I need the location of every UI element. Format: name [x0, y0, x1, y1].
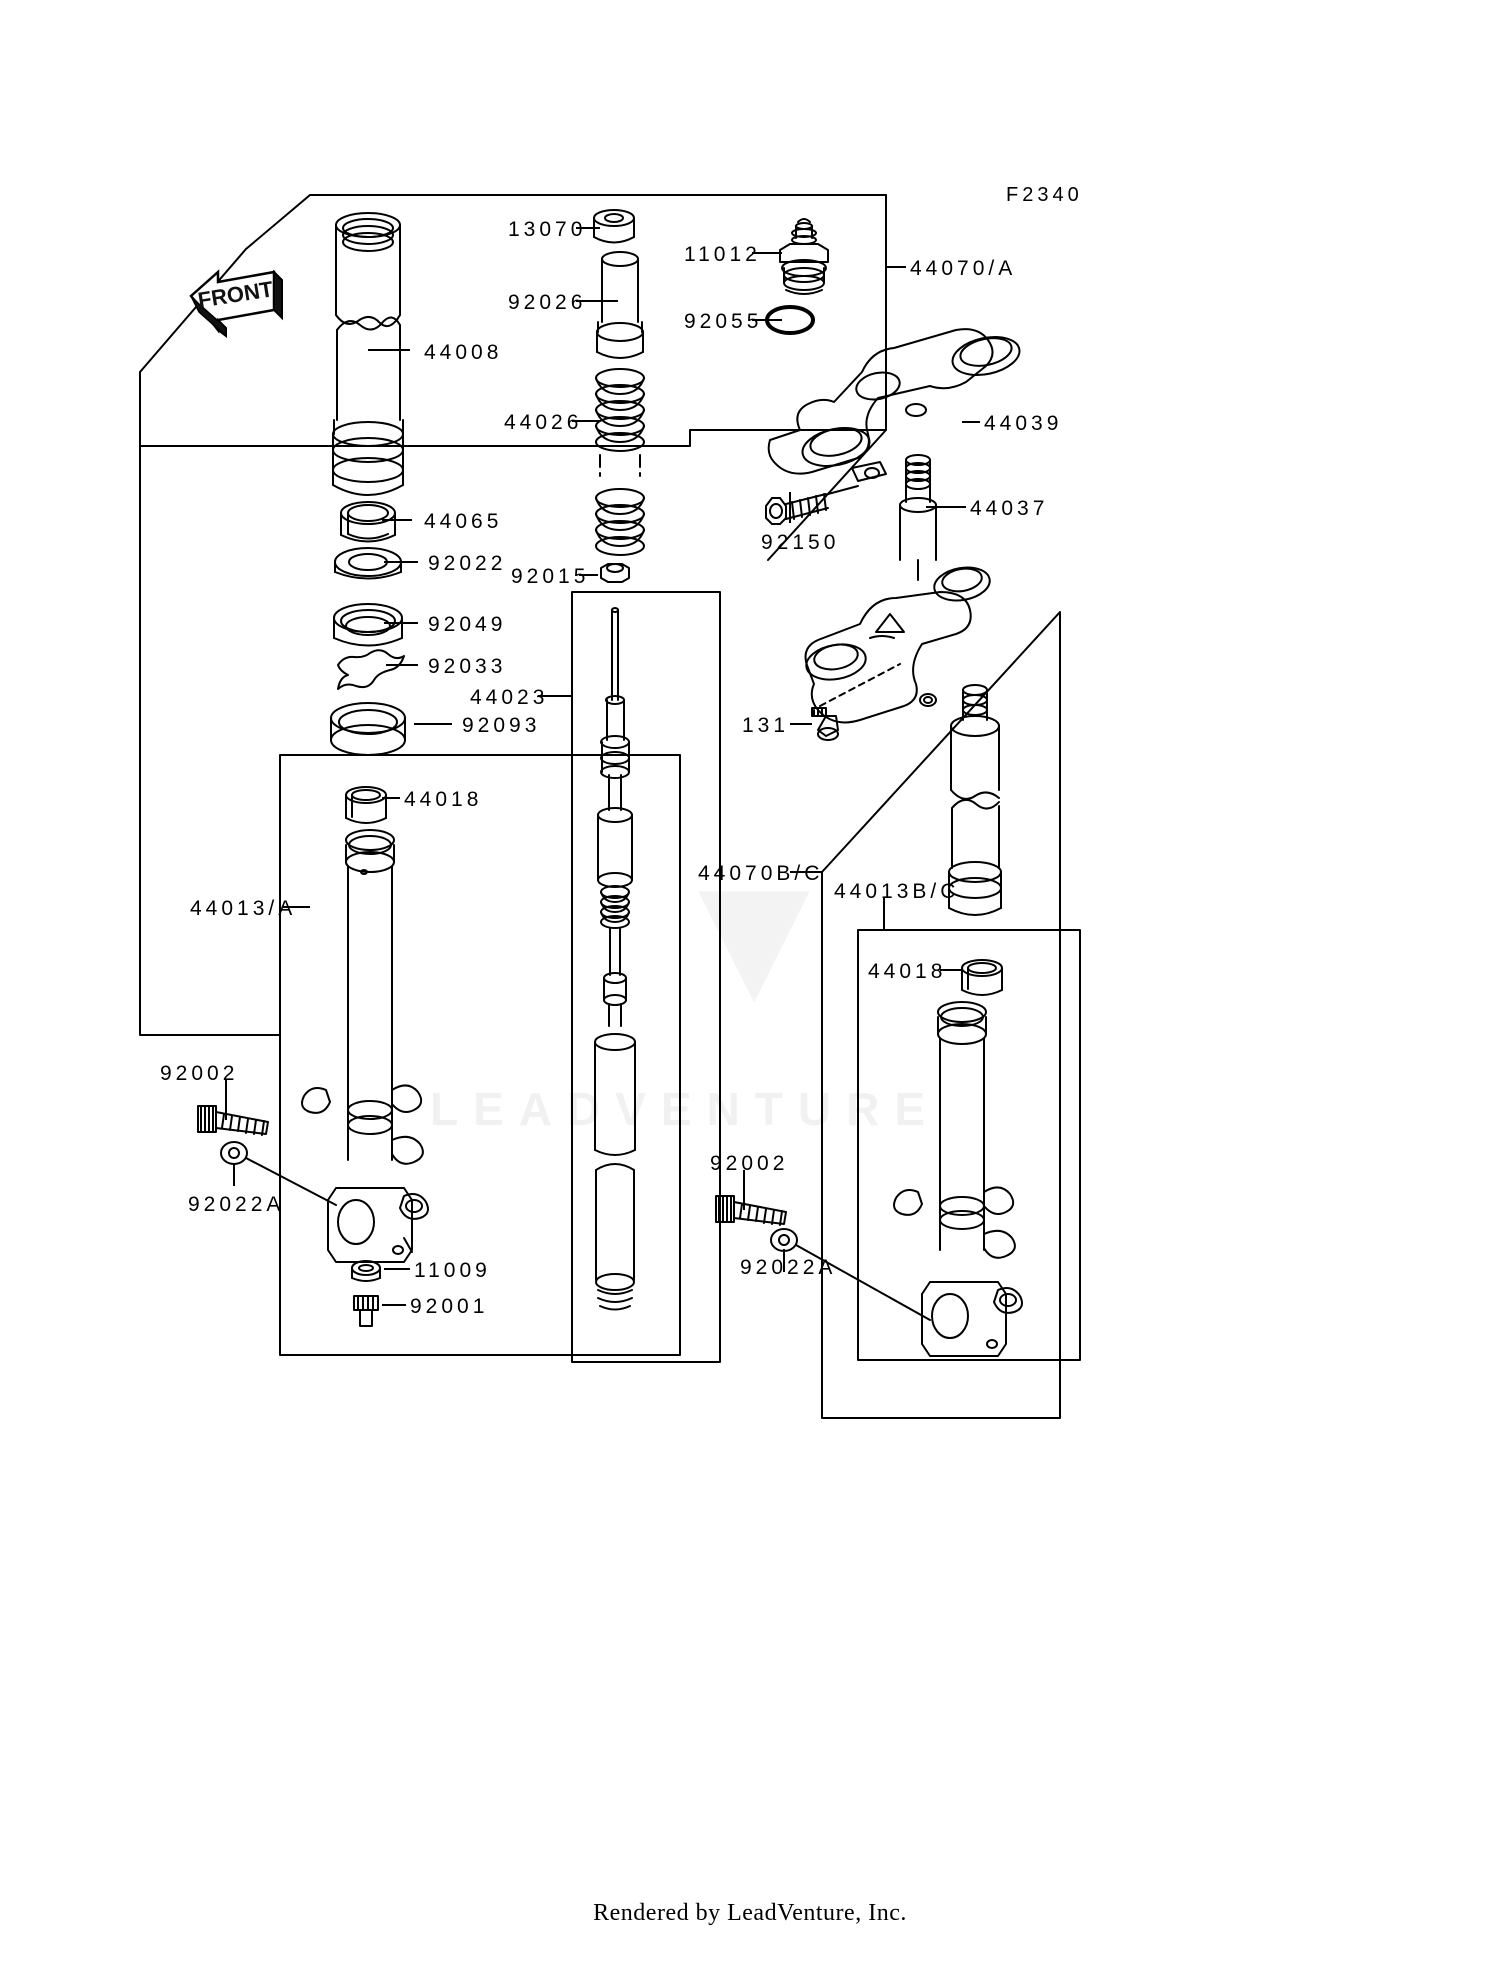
part-92049-oil-seal [333, 603, 403, 647]
render-credit-footer: Rendered by LeadVenture, Inc. [593, 1900, 907, 1926]
part-callout-92093: 92093 [462, 714, 541, 737]
part-92033-circlip [337, 649, 405, 690]
part-callout-92026: 92026 [508, 291, 587, 314]
group-outline-44023 [571, 591, 721, 1363]
part-callout-44070a: 44070/A [910, 257, 1017, 280]
part-92026-spacer [596, 251, 644, 359]
figure-number: F2340 [1006, 184, 1083, 206]
part-callout-92001: 92001 [410, 1295, 489, 1318]
front-direction-arrow-icon: FRONT [186, 258, 286, 338]
part-44070bc-right-outer-tube [948, 684, 1002, 916]
part-callout-44013a: 44013/A [190, 897, 297, 920]
part-callout-11012: 11012 [684, 243, 761, 266]
part-callout-44039: 44039 [984, 412, 1063, 435]
group-outline-44013a [279, 754, 681, 1356]
group-outline-left-extension [139, 371, 281, 1036]
group-outline-44070bc [821, 611, 1061, 1419]
part-92150-clamp-bolt [765, 485, 859, 525]
part-44037-steering-stem [804, 454, 991, 724]
part-callout-92049: 92049 [428, 613, 507, 636]
part-callout-44023: 44023 [470, 686, 549, 709]
part-44013bc-right-fork-leg [893, 1001, 1023, 1357]
part-callout-92150: 92150 [761, 531, 840, 554]
part-callout-11009: 11009 [414, 1259, 491, 1282]
part-callout-44070bc: 44070B/C [698, 862, 824, 885]
part-92015-nut [600, 563, 630, 583]
part-callout-92033: 92033 [428, 655, 507, 678]
part-callout-44008: 44008 [424, 341, 503, 364]
part-callout-92002: 92002 [710, 1152, 789, 1175]
part-callout-92022a: 92022A [188, 1193, 285, 1216]
part-callout-92002: 92002 [160, 1062, 239, 1085]
part-callout-92022a: 92022A [740, 1256, 837, 1279]
part-callout-44026: 44026 [504, 411, 583, 434]
part-callout-44018: 44018 [868, 960, 947, 983]
part-44023-damper-rod [594, 607, 636, 1311]
part-callout-44013bc: 44013B/C [834, 880, 960, 903]
part-92093-dust-seal [330, 702, 406, 756]
part-44065-bushing [340, 501, 396, 543]
part-callout-131: 131 [742, 714, 790, 737]
part-131-bolt [811, 663, 901, 741]
part-92002-left-bolt [197, 1105, 269, 1136]
part-callout-92022: 92022 [428, 552, 507, 575]
part-callout-44018: 44018 [404, 788, 483, 811]
part-callout-44065: 44065 [424, 510, 503, 533]
part-92001-drain-bolt [353, 1295, 379, 1327]
part-callout-92055: 92055 [684, 310, 763, 333]
part-44008-outer-tube [332, 212, 404, 496]
part-11009-gasket [351, 1260, 381, 1282]
part-11012-cap-bolt [779, 218, 829, 295]
part-44026-fork-spring [595, 368, 645, 556]
part-44039-upper-clamp [767, 328, 1021, 482]
part-callout-13070: 13070 [508, 218, 587, 241]
part-callout-44037: 44037 [970, 497, 1049, 520]
part-callout-92015: 92015 [511, 565, 590, 588]
part-44013a-fork-leg [301, 829, 429, 1263]
group-outline-44013bc [857, 929, 1081, 1361]
part-44018-right-bushing [961, 959, 1003, 996]
part-92002-right-bolt [715, 1195, 787, 1226]
